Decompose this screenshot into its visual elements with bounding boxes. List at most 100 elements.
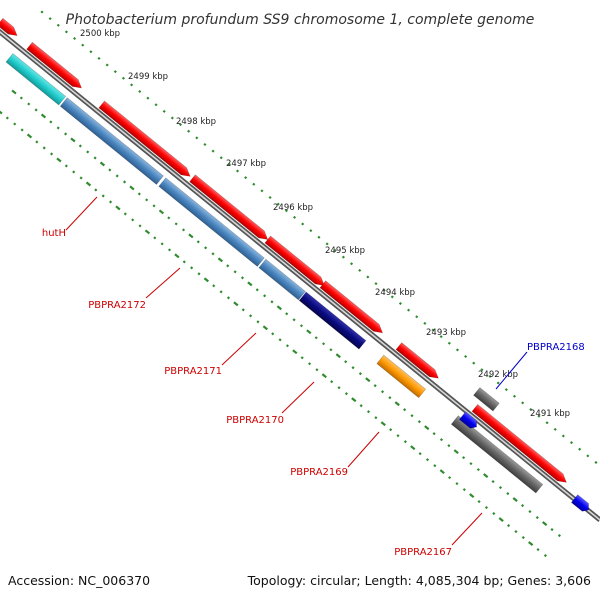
inner-dot <box>226 296 231 300</box>
inner-dot <box>11 89 17 95</box>
ruler-dot <box>455 348 460 352</box>
leader-pbpra2172 <box>145 267 181 299</box>
inner-dot <box>158 209 165 215</box>
inner-dot <box>174 222 178 226</box>
ruler-dot <box>146 96 150 100</box>
ruler-dot <box>260 189 264 193</box>
ruler-dot <box>268 195 272 200</box>
gene-cds-segment <box>319 280 384 334</box>
inner-dot <box>492 512 496 516</box>
inner-dot <box>514 530 518 534</box>
inner-dot <box>389 428 393 432</box>
inner-dot <box>432 432 436 436</box>
gene-pbpra2171 <box>258 258 306 301</box>
inner-dot <box>270 300 274 304</box>
inner-dot <box>410 414 414 418</box>
ruler-dot <box>496 381 500 385</box>
kbp-label: 2496 kbp <box>273 203 313 213</box>
ruler-dot <box>407 308 411 312</box>
ruler-dot <box>488 374 492 378</box>
gene-cds-segment <box>98 100 191 177</box>
inner-dot <box>131 218 135 222</box>
inner-dot <box>365 377 371 383</box>
gene-blue-small <box>570 494 589 512</box>
inner-dot <box>351 397 357 403</box>
inner-dot <box>321 373 327 379</box>
inner-dot <box>491 480 495 484</box>
gene-label-pbpra2170: PBPRA2170 <box>226 415 284 426</box>
ruler-dot <box>390 295 394 299</box>
ruler-dot <box>447 341 451 345</box>
inner-dot <box>484 506 488 510</box>
ruler-dot <box>40 10 44 14</box>
inner-dot <box>153 236 157 240</box>
inner-dot <box>137 192 141 196</box>
ruler-dot <box>195 136 199 140</box>
inner-dot <box>64 164 68 168</box>
inner-dot <box>167 216 171 220</box>
inner-dot <box>35 140 39 144</box>
inner-dot <box>528 510 532 514</box>
ruler-dot <box>73 36 77 41</box>
ruler-dot <box>203 142 207 147</box>
inner-dot <box>448 476 452 480</box>
inner-dot <box>337 386 341 390</box>
inner-dot <box>403 408 407 412</box>
gene-cyan <box>5 53 67 106</box>
gene-huth <box>59 97 164 185</box>
ruler-dot <box>358 268 362 272</box>
gene-pbpra2167 <box>450 415 544 494</box>
ruler-dot <box>187 129 191 133</box>
inner-dot <box>374 416 378 420</box>
ruler-dot <box>219 156 223 160</box>
inner-dot <box>483 473 489 479</box>
ruler-dot <box>309 229 313 233</box>
ruler-dot <box>594 460 598 465</box>
ruler-dot <box>578 447 582 451</box>
ruler-dot <box>521 401 525 405</box>
inner-dot <box>72 170 76 174</box>
gene-blue-small <box>458 411 477 429</box>
gene-label-huth: hutH <box>42 228 66 239</box>
ruler-dot <box>382 288 386 292</box>
inner-dot <box>188 233 194 239</box>
ruler-dot <box>97 56 101 60</box>
inner-dot <box>240 276 245 280</box>
inner-dot <box>476 468 480 472</box>
chromosome-backbone <box>0 28 600 522</box>
inner-dot <box>85 181 92 187</box>
ruler-dot <box>301 222 305 226</box>
ruler-dot <box>211 149 215 153</box>
inner-dot <box>79 176 83 180</box>
ruler-dot <box>56 23 60 27</box>
inner-dot <box>115 174 119 178</box>
inner-dot <box>167 248 172 252</box>
ruler-dot <box>105 63 109 67</box>
ruler-dot <box>81 43 85 47</box>
inner-dot <box>50 152 54 156</box>
inner-dot <box>380 421 386 427</box>
ruler-dot <box>553 427 557 431</box>
gene-cds-segment <box>264 235 325 286</box>
inner-dot <box>403 440 407 444</box>
inner-dot <box>462 488 466 492</box>
kbp-label: 2491 kbp <box>530 409 570 419</box>
leader-pbpra2168 <box>495 351 528 390</box>
leader-huth <box>65 196 98 231</box>
inner-dot <box>344 392 348 396</box>
gene-cds-segment <box>26 41 82 89</box>
inner-dot <box>329 348 333 352</box>
inner-dot <box>217 257 224 263</box>
inner-dot <box>366 410 371 414</box>
inner-dot <box>292 318 296 322</box>
inner-dot <box>233 270 237 274</box>
inner-dot <box>93 156 97 160</box>
leader-pbpra2169 <box>347 431 380 468</box>
inner-dot <box>212 284 216 288</box>
inner-dot <box>211 252 215 256</box>
ruler-dot <box>48 17 52 21</box>
ruler-dot <box>89 50 93 54</box>
inner-dot <box>542 521 548 526</box>
gene-cds-segment <box>0 17 18 37</box>
ruler-dot <box>439 335 443 339</box>
